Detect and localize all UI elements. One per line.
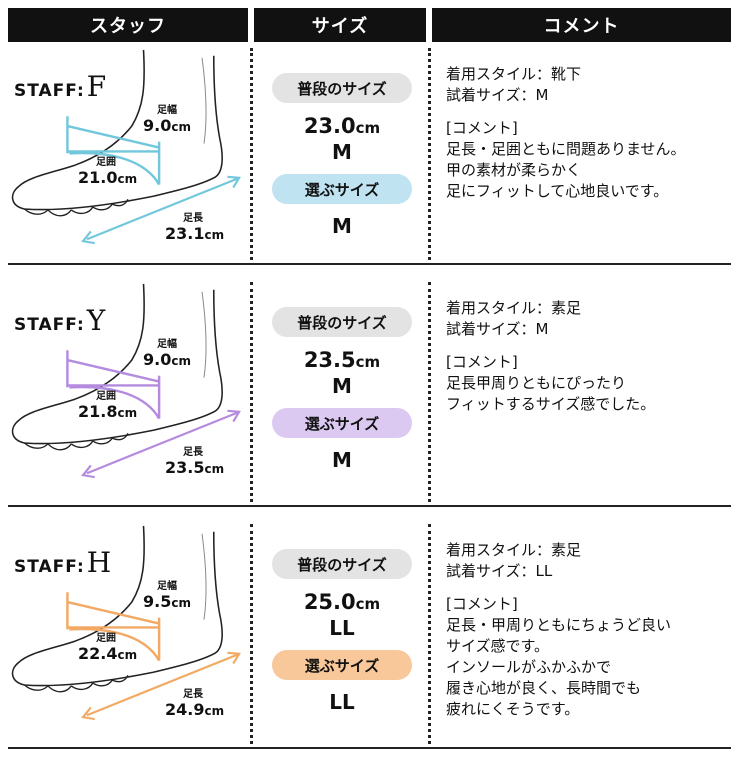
- ankle-line: [201, 533, 207, 620]
- usual-size-letter: M: [332, 374, 352, 398]
- staff-prefix: STAFF:: [14, 557, 85, 577]
- staff-prefix: STAFF:: [14, 315, 85, 335]
- staff-letter: Y: [86, 304, 107, 337]
- toes-outline: [24, 198, 129, 217]
- comment-block: 着用スタイル：靴下試着サイズ：M [コメント] 足長・足囲ともに問題ありません。甲の…: [446, 64, 686, 202]
- toes-outline: [24, 432, 129, 451]
- foot-outline: [11, 525, 223, 687]
- header-comment: コメント: [432, 8, 731, 42]
- comment-line: 足にフィットして心地良いです。: [446, 182, 669, 200]
- comment-line: 試着サイズ：M: [446, 86, 549, 104]
- comment-line: [コメント]: [446, 595, 518, 613]
- column-divider: [250, 48, 253, 260]
- foot-outline: [11, 283, 223, 445]
- header-size: サイズ: [254, 8, 426, 42]
- column-divider: [428, 524, 431, 744]
- comment-line: [コメント]: [446, 353, 518, 371]
- row-divider: [8, 263, 731, 265]
- header-staff: スタッフ: [8, 8, 248, 42]
- staff-letter: F: [86, 70, 108, 103]
- comment-line: 足長・足囲ともに問題ありません。: [446, 140, 686, 158]
- comment-line: 疲れにくそうです。: [446, 700, 580, 718]
- staff-label: STAFF:H: [14, 546, 112, 579]
- column-divider: [250, 282, 253, 502]
- usual-size-value: 23.0cm: [303, 114, 381, 138]
- column-divider: [250, 524, 253, 744]
- comment-block: 着用スタイル：素足試着サイズ：M [コメント] 足長甲周りともにぴったりフィットする…: [446, 298, 655, 415]
- column-divider: [428, 48, 431, 260]
- column-divider: [428, 282, 431, 502]
- staff-letter: H: [86, 546, 113, 579]
- usual-size-pill: 普段のサイズ: [272, 73, 412, 103]
- ankle-line: [201, 291, 207, 378]
- chosen-size-letter: M: [332, 448, 352, 472]
- staff-label: STAFF:Y: [14, 304, 106, 337]
- usual-size-value: 23.5cm: [303, 348, 381, 372]
- foot-diagram: [11, 49, 241, 245]
- chosen-size-pill: 選ぶサイズ: [272, 408, 412, 438]
- comment-gap: [446, 106, 686, 118]
- comment-line: 着用スタイル：素足: [446, 299, 582, 317]
- chosen-size-letter: LL: [329, 690, 355, 714]
- usual-size-pill: 普段のサイズ: [272, 307, 412, 337]
- usual-size-letter: M: [332, 140, 352, 164]
- comment-line: 試着サイズ：LL: [446, 562, 553, 580]
- staff-label: STAFF:F: [14, 70, 107, 103]
- ankle-line: [201, 57, 207, 144]
- comment-line: サイズ感です。: [446, 637, 550, 655]
- foot-diagram: [11, 525, 241, 721]
- chosen-size-pill: 選ぶサイズ: [272, 650, 412, 680]
- comment-line: 試着サイズ：M: [446, 320, 549, 338]
- comment-line: 甲の素材が柔らかく: [446, 161, 582, 179]
- foot-diagram: [11, 283, 241, 479]
- comment-line: 履き心地が良く、長時間でも: [446, 679, 642, 697]
- comment-line: 着用スタイル：靴下: [446, 65, 582, 83]
- comment-line: 着用スタイル：素足: [446, 541, 582, 559]
- comment-line: フィットするサイズ感でした。: [446, 395, 656, 413]
- row-divider: [8, 505, 731, 507]
- usual-size-letter: LL: [329, 616, 355, 640]
- usual-size-value: 25.0cm: [303, 590, 381, 614]
- comment-gap: [446, 582, 671, 594]
- usual-size-pill: 普段のサイズ: [272, 549, 412, 579]
- comment-line: 足長・甲周りともにちょうど良い: [446, 616, 672, 634]
- comment-gap: [446, 340, 655, 352]
- chosen-size-pill: 選ぶサイズ: [272, 174, 412, 204]
- row-divider: [8, 747, 731, 749]
- comment-block: 着用スタイル：素足試着サイズ：LL [コメント] 足長・甲周りともにちょうど良いサイ…: [446, 540, 671, 720]
- chosen-size-letter: M: [332, 214, 352, 238]
- foot-outline: [11, 49, 223, 211]
- staff-prefix: STAFF:: [14, 81, 85, 101]
- comment-line: 足長甲周りともにぴったり: [446, 374, 627, 392]
- comment-line: [コメント]: [446, 119, 518, 137]
- toes-outline: [24, 674, 129, 693]
- comment-line: インソールがふかふかで: [446, 658, 612, 676]
